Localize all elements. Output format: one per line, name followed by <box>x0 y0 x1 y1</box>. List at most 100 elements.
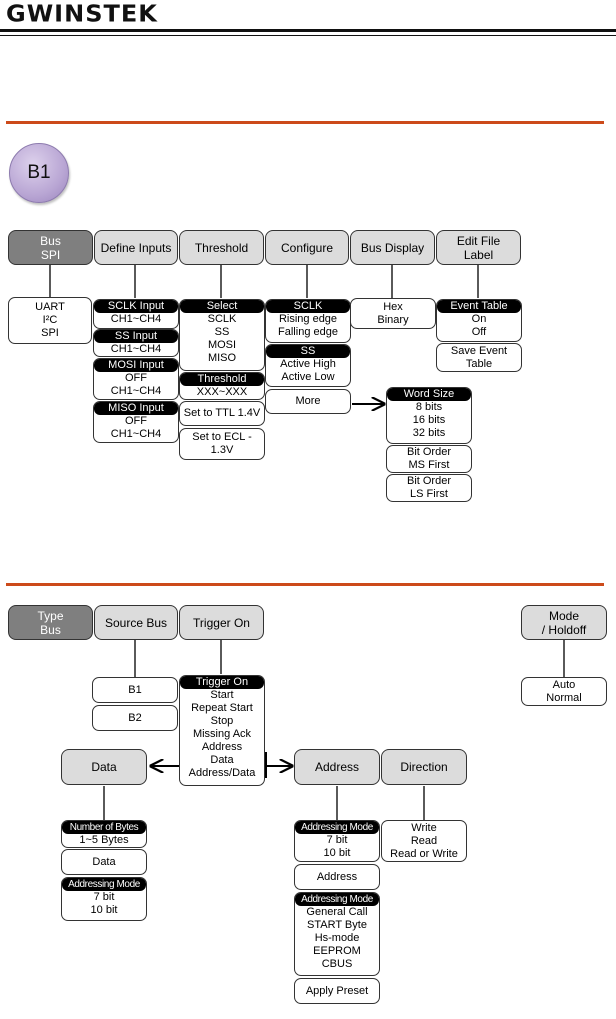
mosi-input-header: MOSI Input <box>94 359 178 372</box>
data-button-label: Data <box>92 855 116 868</box>
section-rule-trigger <box>6 583 604 586</box>
source-b2-button[interactable]: B2 <box>92 705 178 731</box>
bus-b1-badge: B1 <box>9 143 69 203</box>
edit-file-label-key[interactable]: Edit File Label <box>436 230 521 265</box>
direction-values-box[interactable]: Write Read Read or Write <box>381 820 467 862</box>
apply-preset-label: Apply Preset <box>305 984 369 997</box>
bus-display-key[interactable]: Bus Display <box>350 230 435 265</box>
bit-order-msb-line1: Bit Order <box>406 446 451 458</box>
bus-type-uart[interactable]: UART <box>35 301 65 313</box>
configure-ss-header: SS <box>266 345 350 358</box>
trigger-stop: Stop <box>210 715 234 727</box>
trigger-data: Data <box>210 754 234 766</box>
set-ttl-button[interactable]: Set to TTL 1.4V <box>179 401 265 426</box>
configure-label: Configure <box>280 240 334 255</box>
mode-normal: Normal <box>546 691 582 704</box>
sclk-input-header: SCLK Input <box>94 300 178 313</box>
source-b1-label: B1 <box>128 683 142 696</box>
number-of-bytes-value: 1~5 Bytes <box>79 834 129 846</box>
source-bus-key[interactable]: Source Bus <box>94 605 178 640</box>
trigger-on-list[interactable]: Trigger On Start Repeat Start Stop Missi… <box>179 675 265 786</box>
configure-ss-box[interactable]: SS Active High Active Low <box>265 344 351 387</box>
bit-order-msb-line2: MS First <box>408 459 450 471</box>
type-bus-key[interactable]: Type Bus <box>8 605 93 640</box>
preset-general-call: General Call <box>306 906 368 918</box>
bit-order-lsb-line2: LS First <box>410 488 448 500</box>
address-preset-header: Addressing Mode <box>295 893 379 906</box>
configure-key[interactable]: Configure <box>265 230 349 265</box>
bus-spi-key[interactable]: Bus SPI <box>8 230 93 265</box>
direction-key[interactable]: Direction <box>381 749 467 785</box>
direction-write: Write <box>411 821 437 834</box>
number-of-bytes-box[interactable]: Number of Bytes 1~5 Bytes <box>61 820 147 848</box>
set-ecl-button[interactable]: Set to ECL - 1.3V <box>179 428 265 460</box>
address-key[interactable]: Address <box>294 749 380 785</box>
source-b2-label: B2 <box>128 711 142 724</box>
set-ecl-line2: 1.3V <box>210 444 234 456</box>
sclk-input-box[interactable]: SCLK Input CH1~CH4 <box>93 299 179 329</box>
event-table-header: Event Table <box>437 300 521 313</box>
bus-type-list: UART I²C SPI <box>8 297 92 344</box>
word-size-header: Word Size <box>387 388 471 401</box>
display-format-box[interactable]: Hex Binary <box>350 298 436 329</box>
bit-order-lsb-line1: Bit Order <box>406 475 451 487</box>
direction-key-label: Direction <box>400 760 448 774</box>
threshold-select-header: Select <box>180 300 264 313</box>
direction-read: Read <box>410 834 438 847</box>
threshold-select-mosi: MOSI <box>207 339 237 351</box>
address-button-label: Address <box>316 870 358 883</box>
header-rule <box>0 29 616 32</box>
address-addressing-mode-box[interactable]: Addressing Mode 7 bit 10 bit <box>294 820 380 862</box>
bus-display-label: Bus Display <box>360 240 425 255</box>
word-size-32: 32 bits <box>412 427 446 439</box>
bus-b1-label: B1 <box>27 162 51 183</box>
miso-input-box[interactable]: MISO Input OFF CH1~CH4 <box>93 401 179 443</box>
address-key-label: Address <box>314 760 360 774</box>
event-table-box[interactable]: Event Table On Off <box>436 299 522 342</box>
save-event-line1: Save Event <box>450 344 508 357</box>
trigger-address: Address <box>201 741 243 753</box>
bus-type-spi[interactable]: SPI <box>41 327 59 339</box>
source-b1-button[interactable]: B1 <box>92 677 178 703</box>
trigger-on-label: Trigger On <box>193 615 250 630</box>
mode-values-box[interactable]: Auto Normal <box>521 677 607 706</box>
address-button[interactable]: Address <box>294 864 380 890</box>
mode-holdoff-key[interactable]: Mode / Holdoff <box>521 605 607 640</box>
word-size-box[interactable]: Word Size 8 bits 16 bits 32 bits <box>386 387 472 444</box>
more-label: More <box>295 395 321 407</box>
threshold-key[interactable]: Threshold <box>179 230 264 265</box>
trigger-on-key[interactable]: Trigger On <box>179 605 264 640</box>
sclk-input-value: CH1~CH4 <box>110 313 162 325</box>
address-addressing-mode-header: Addressing Mode <box>295 821 379 834</box>
bus-type-i2c[interactable]: I²C <box>42 314 58 326</box>
data-key[interactable]: Data <box>61 749 147 785</box>
save-event-table-button[interactable]: Save Event Table <box>436 343 522 372</box>
threshold-select-box[interactable]: Select SCLK SS MOSI MISO <box>179 299 265 371</box>
threshold-level-value: XXX~XXX <box>196 386 248 398</box>
set-ttl-label: Set to TTL 1.4V <box>183 407 261 419</box>
bit-order-msb-button[interactable]: Bit Order MS First <box>386 445 472 473</box>
trigger-missing-ack: Missing Ack <box>192 728 252 740</box>
data-button[interactable]: Data <box>61 849 147 875</box>
define-inputs-key[interactable]: Define Inputs <box>94 230 178 265</box>
configure-sclk-box[interactable]: SCLK Rising edge Falling edge <box>265 299 351 343</box>
data-addressing-mode-box[interactable]: Addressing Mode 7 bit 10 bit <box>61 877 147 921</box>
edit-file-label-line1: Edit File <box>456 233 501 248</box>
more-button[interactable]: More <box>265 389 351 414</box>
threshold-select-ss: SS <box>214 326 230 338</box>
address-preset-box[interactable]: Addressing Mode General Call START Byte … <box>294 892 380 976</box>
data-addressing-7bit: 7 bit <box>93 891 115 903</box>
bit-order-lsb-button[interactable]: Bit Order LS First <box>386 474 472 502</box>
data-addressing-mode-header: Addressing Mode <box>62 878 146 891</box>
threshold-level-box[interactable]: Threshold XXX~XXX <box>179 372 265 400</box>
ss-input-header: SS Input <box>94 330 178 343</box>
preset-cbus: CBUS <box>321 958 353 970</box>
configure-active-low: Active Low <box>281 371 335 383</box>
mosi-input-box[interactable]: MOSI Input OFF CH1~CH4 <box>93 358 179 400</box>
data-key-label: Data <box>91 760 117 774</box>
direction-read-or-write: Read or Write <box>390 847 458 860</box>
apply-preset-button[interactable]: Apply Preset <box>294 978 380 1004</box>
ss-input-box[interactable]: SS Input CH1~CH4 <box>93 329 179 357</box>
display-binary: Binary <box>377 313 409 326</box>
set-ecl-line1: Set to ECL - <box>192 431 252 443</box>
